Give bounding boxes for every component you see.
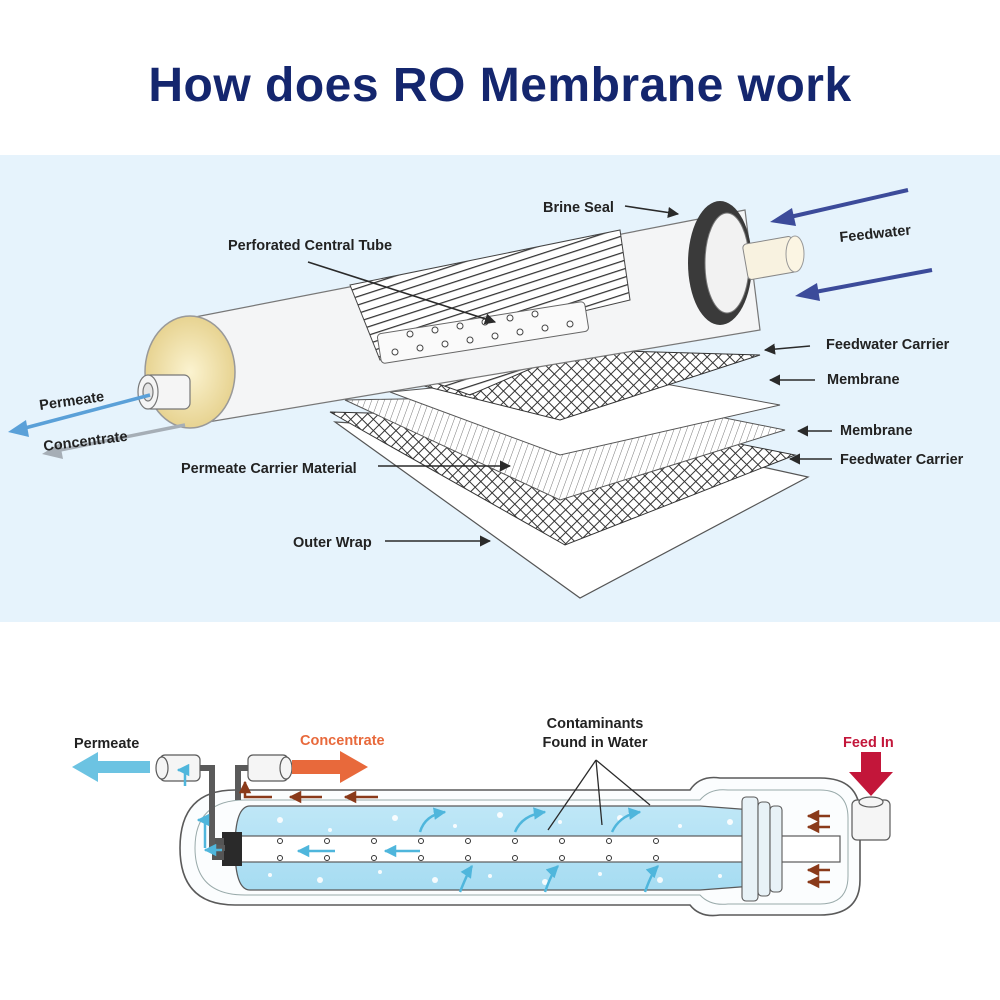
label-feedwater-carrier-2: Feedwater Carrier bbox=[840, 452, 964, 468]
feedwater-arrow-bottom bbox=[795, 268, 933, 301]
permeate-out-arrow bbox=[8, 393, 151, 437]
concentrate-pipe bbox=[235, 765, 248, 800]
page-title: How does RO Membrane work bbox=[148, 59, 852, 112]
label-concentrate-lower: Concentrate bbox=[300, 733, 385, 749]
label-permeate-carrier-material: Permeate Carrier Material bbox=[181, 461, 357, 477]
permeate-pipe bbox=[200, 765, 225, 851]
label-contaminants-line1: Contaminants bbox=[547, 716, 644, 732]
contaminant-callouts bbox=[547, 759, 651, 831]
lower-housing bbox=[179, 776, 861, 917]
label-perforated-central-tube: Perforated Central Tube bbox=[228, 238, 392, 254]
label-permeate-lower: Permeate bbox=[74, 736, 139, 752]
label-membrane-1: Membrane bbox=[827, 372, 900, 388]
end-cap-rings bbox=[741, 796, 783, 902]
label-contaminants-line2: Found in Water bbox=[543, 735, 648, 751]
housing-inner bbox=[194, 789, 849, 905]
feed-tube bbox=[742, 235, 805, 280]
feedwater-arrow-top bbox=[770, 188, 909, 226]
permeate-outlet-tube bbox=[137, 374, 191, 410]
membrane-cylinder bbox=[137, 201, 805, 429]
label-membrane-2: Membrane bbox=[840, 423, 913, 439]
label-feedwater-carrier-1: Feedwater Carrier bbox=[826, 337, 950, 353]
end-cap bbox=[144, 315, 236, 429]
lower-io-arrows bbox=[72, 751, 893, 796]
label-feed-in: Feed In bbox=[843, 735, 894, 751]
upper-leader-lines bbox=[307, 205, 832, 547]
feed-in-big-arrow bbox=[849, 752, 893, 796]
central-tube-holes bbox=[277, 838, 659, 861]
label-brine-seal: Brine Seal bbox=[543, 200, 614, 216]
label-outer-wrap: Outer Wrap bbox=[293, 535, 372, 551]
lower-labels: Permeate Concentrate Contaminants Found … bbox=[74, 716, 894, 752]
central-permeate-tube bbox=[239, 835, 841, 863]
permeate-big-arrow bbox=[72, 752, 150, 782]
contaminant-specks bbox=[268, 812, 733, 885]
concentrate-big-arrow bbox=[292, 751, 368, 783]
label-concentrate-upper: Concentrate bbox=[43, 429, 129, 455]
internal-flow-arrows bbox=[176, 763, 830, 893]
brine-seal bbox=[688, 201, 752, 325]
label-feedwater: Feedwater bbox=[839, 223, 912, 246]
upper-flow-arrows bbox=[8, 188, 933, 459]
concentrate-out-arrow bbox=[42, 423, 186, 459]
